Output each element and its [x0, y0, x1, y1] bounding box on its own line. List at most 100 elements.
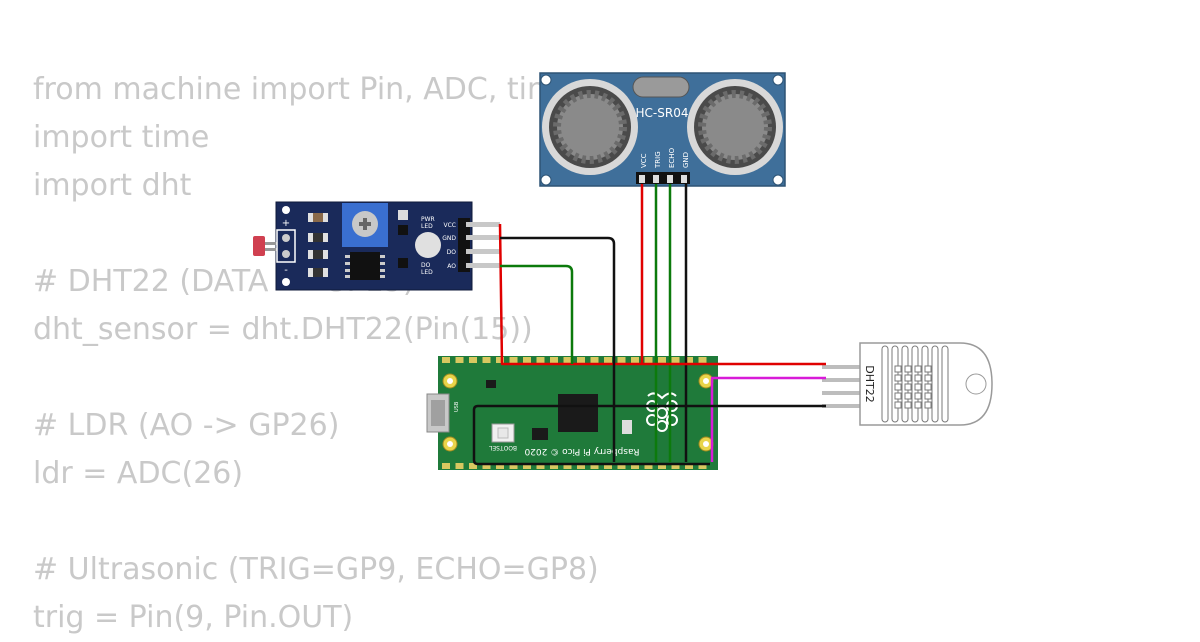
ultrasonic-sensor[interactable]: HC-SR04 VCC TRIG ECHO GND — [539, 72, 786, 187]
header-pin[interactable] — [681, 175, 687, 183]
pico-pin[interactable] — [523, 463, 531, 469]
pico-pin[interactable] — [577, 357, 585, 363]
comparator-chip — [350, 252, 380, 280]
pico-pin[interactable] — [590, 357, 599, 363]
pico-pin[interactable] — [496, 463, 504, 469]
pico-pin[interactable] — [617, 357, 626, 363]
grille-cell — [904, 401, 912, 409]
grille-cell — [914, 383, 922, 391]
grille-cell — [914, 392, 922, 400]
dht-pin[interactable] — [822, 365, 860, 369]
grille-cell — [924, 383, 932, 391]
pin-label-echo: ECHO — [668, 147, 676, 168]
grille-slot — [931, 345, 939, 423]
pin-label-do: DO — [447, 249, 457, 256]
ldr-socket — [276, 229, 296, 263]
pico-pin[interactable] — [577, 463, 585, 469]
ldr-header — [458, 218, 470, 272]
code-line: dht_sensor = dht.DHT22(Pin(15)) — [33, 312, 533, 347]
pico-pin[interactable] — [455, 357, 464, 363]
pico-pin[interactable] — [685, 463, 693, 469]
grille-cell — [894, 383, 902, 391]
pico-silkscreen: Raspberry Pi Pico © 2020 — [524, 446, 639, 456]
dht-pin[interactable] — [822, 391, 860, 395]
pico-pin[interactable] — [536, 463, 545, 469]
pico-pin[interactable] — [496, 357, 504, 363]
pico-pin[interactable] — [644, 357, 653, 363]
pico-pin[interactable] — [563, 357, 572, 363]
code-line: ldr = ADC(26) — [33, 456, 244, 491]
wires — [472, 184, 826, 466]
grille-cell — [894, 401, 902, 409]
transducer-right — [687, 79, 783, 175]
pico-pin[interactable] — [590, 463, 599, 469]
pico-pin[interactable] — [563, 463, 572, 469]
pico-pin[interactable] — [631, 463, 639, 469]
ldr-module[interactable]: + - PWR LED DO LED — [253, 201, 500, 291]
code-line: import dht — [33, 168, 192, 203]
grille-cell — [904, 374, 912, 382]
crystal — [632, 76, 690, 98]
raspberry-pi-pico[interactable]: Raspberry Pi Pico © 2020 BOOTSEL USB — [426, 356, 718, 470]
pico-pin[interactable] — [604, 463, 612, 469]
pico-pin[interactable] — [455, 463, 464, 469]
wire-dht-data[interactable] — [710, 376, 826, 462]
pico-pin[interactable] — [658, 463, 666, 469]
grille-cell — [894, 392, 902, 400]
wire-ldr-gnd[interactable] — [500, 236, 616, 462]
pico-pin[interactable] — [685, 357, 693, 363]
dht-hole — [965, 373, 987, 395]
pico-pin[interactable] — [536, 357, 545, 363]
pico-pin[interactable] — [509, 357, 518, 363]
pico-pin[interactable] — [469, 357, 477, 363]
pico-pin-row-top — [442, 357, 707, 363]
dht-pin[interactable] — [822, 404, 860, 408]
pico-pin[interactable] — [604, 357, 612, 363]
pico-pin[interactable] — [442, 463, 450, 469]
ultrasonic-label: HC-SR04 — [636, 106, 689, 120]
grille-cell — [924, 365, 932, 373]
rp2040-chip — [558, 394, 598, 432]
transducer-left — [542, 79, 638, 175]
grille-cell — [894, 374, 902, 382]
pico-pin[interactable] — [698, 357, 707, 363]
pico-pin[interactable] — [482, 463, 491, 469]
wire-dht-gnd[interactable] — [472, 404, 826, 466]
pwr-led-label: PWR — [421, 216, 435, 223]
header-pin[interactable] — [466, 249, 500, 254]
ultrasonic-header — [636, 172, 690, 184]
pico-pin[interactable] — [509, 463, 518, 469]
pico-pin[interactable] — [550, 357, 558, 363]
wire-ldr-ao[interactable] — [500, 264, 574, 364]
dht22-sensor[interactable]: DHT22 — [822, 342, 993, 426]
dht-grille — [881, 345, 949, 423]
pico-pin[interactable] — [644, 463, 653, 469]
grille-cell — [904, 383, 912, 391]
header-pin[interactable] — [466, 235, 500, 240]
pico-pin[interactable] — [442, 357, 450, 363]
pico-pin[interactable] — [671, 357, 680, 363]
pico-pin[interactable] — [523, 357, 531, 363]
pico-pin[interactable] — [631, 357, 639, 363]
header-pin[interactable] — [466, 263, 500, 268]
header-pin[interactable] — [667, 175, 673, 183]
pico-pin[interactable] — [482, 357, 491, 363]
header-pin[interactable] — [639, 175, 645, 183]
header-pin[interactable] — [466, 222, 500, 227]
mount-hole — [282, 278, 290, 286]
pico-pin[interactable] — [698, 463, 707, 469]
header-pin[interactable] — [653, 175, 659, 183]
pico-pin[interactable] — [658, 357, 666, 363]
pin-label-vcc: VCC — [640, 153, 648, 168]
code-line: trig = Pin(9, Pin.OUT) — [33, 600, 354, 635]
pico-pin[interactable] — [550, 463, 558, 469]
dht-pin[interactable] — [822, 378, 860, 382]
pico-pin[interactable] — [671, 463, 680, 469]
grille-cell — [894, 365, 902, 373]
code-line: # LDR (AO -> GP26) — [33, 408, 340, 443]
pico-pin[interactable] — [469, 463, 477, 469]
pin-label-trig: TRIG — [654, 151, 662, 169]
wire-ldr-vcc[interactable] — [498, 223, 712, 366]
pico-pin[interactable] — [617, 463, 626, 469]
